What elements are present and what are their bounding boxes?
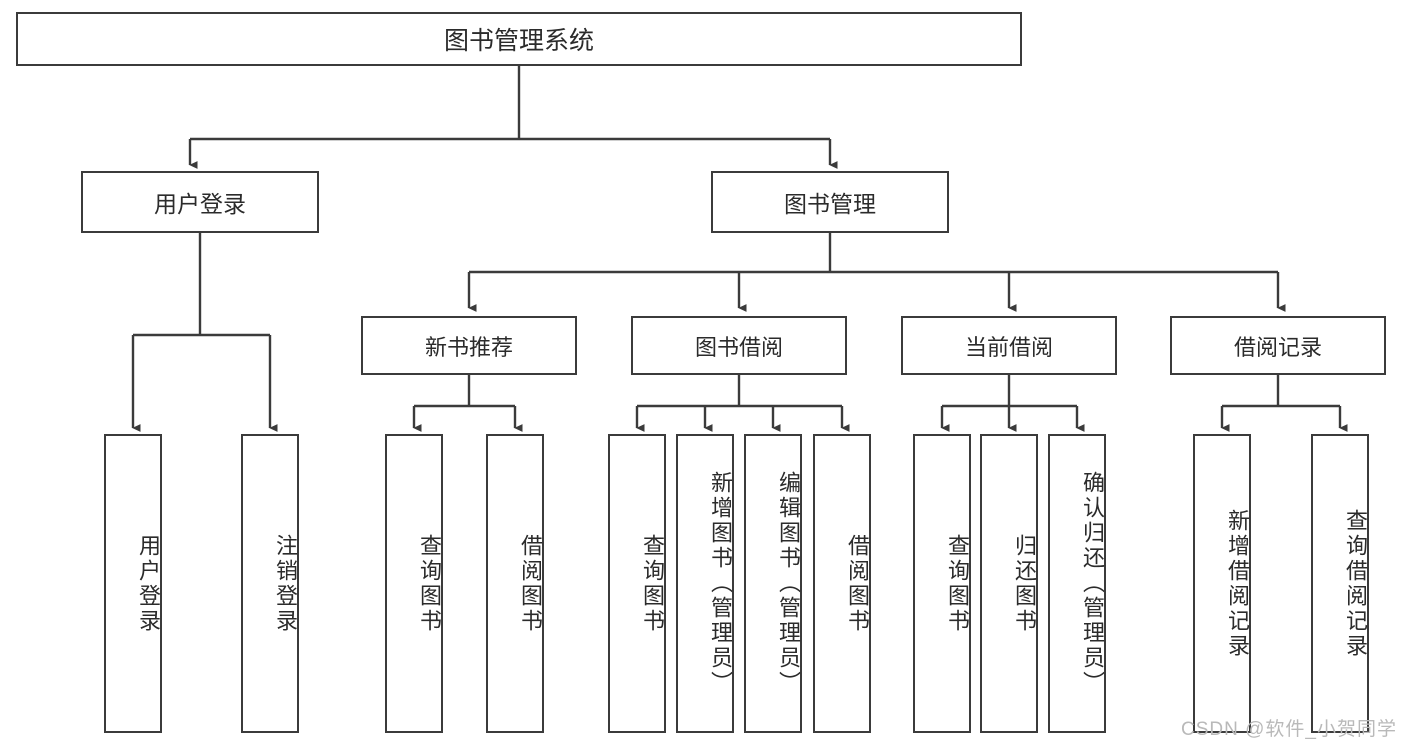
node-current-borrow[interactable]: 当前借阅 (901, 316, 1117, 375)
node-label: 图书管理系统 (443, 27, 594, 55)
node-label: 借阅记录 (1233, 334, 1322, 360)
node-label: 图书借阅 (694, 334, 783, 360)
leaf-borrow-query-book[interactable]: 查询图书 (608, 434, 666, 733)
leaf-current-return-book[interactable]: 归还图书 (980, 434, 1038, 733)
node-label: 确认归还（管理员） (1080, 471, 1105, 696)
node-label: 查询借阅记录 (1343, 508, 1368, 659)
node-label: 用户登录 (154, 191, 246, 217)
node-root-system[interactable]: 图书管理系统 (16, 12, 1022, 66)
node-book-borrow[interactable]: 图书借阅 (631, 316, 847, 375)
node-label: 新书推荐 (424, 334, 513, 360)
leaf-current-query-book[interactable]: 查询图书 (913, 434, 971, 733)
node-new-book-recommend[interactable]: 新书推荐 (361, 316, 577, 375)
node-label: 新增图书（管理员） (708, 471, 733, 696)
node-label: 查询图书 (417, 533, 442, 634)
watermark-text: CSDN @软件_小贺同学 (1181, 719, 1397, 740)
node-label: 归还图书 (1012, 533, 1037, 634)
node-label: 当前借阅 (964, 334, 1053, 360)
node-label: 查询图书 (640, 533, 665, 634)
node-label: 新增借阅记录 (1225, 508, 1250, 659)
node-label: 借阅图书 (845, 533, 870, 634)
leaf-record-query-record[interactable]: 查询借阅记录 (1311, 434, 1369, 733)
leaf-recommend-borrow-book[interactable]: 借阅图书 (486, 434, 544, 733)
leaf-user-login-logout[interactable]: 注销登录 (241, 434, 299, 733)
node-label: 查询图书 (945, 533, 970, 634)
leaf-current-confirm-return[interactable]: 确认归还（管理员） (1048, 434, 1106, 733)
leaf-user-login-login[interactable]: 用户登录 (104, 434, 162, 733)
node-label: 编辑图书（管理员） (776, 471, 801, 696)
leaf-record-add-record[interactable]: 新增借阅记录 (1193, 434, 1251, 733)
leaf-borrow-add-book[interactable]: 新增图书（管理员） (676, 434, 734, 733)
node-label: 用户登录 (136, 533, 161, 634)
leaf-borrow-borrow-book[interactable]: 借阅图书 (813, 434, 871, 733)
node-label: 注销登录 (273, 533, 298, 634)
node-label: 借阅图书 (518, 533, 543, 634)
leaf-recommend-query-book[interactable]: 查询图书 (385, 434, 443, 733)
node-label: 图书管理 (784, 191, 876, 217)
node-book-management[interactable]: 图书管理 (711, 171, 949, 233)
leaf-borrow-edit-book[interactable]: 编辑图书（管理员） (744, 434, 802, 733)
node-borrow-record[interactable]: 借阅记录 (1170, 316, 1386, 375)
node-user-login[interactable]: 用户登录 (81, 171, 319, 233)
